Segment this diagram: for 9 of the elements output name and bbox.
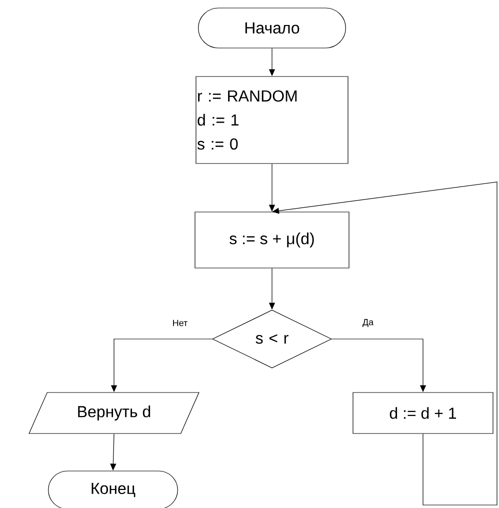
start-terminal: Начало — [198, 8, 346, 48]
process-box: d := d + 1 — [352, 392, 494, 434]
process-box: r := RANDOM d := 1 s := 0 — [196, 76, 348, 164]
output-parallelogram: Вернуть d — [28, 392, 200, 434]
edge-label: Да — [361, 318, 375, 328]
end-terminal: Конец — [48, 470, 178, 508]
arrow — [272, 182, 498, 506]
edge-label: Нет — [171, 318, 189, 328]
process-box: s := s + μ(d) — [194, 212, 350, 268]
